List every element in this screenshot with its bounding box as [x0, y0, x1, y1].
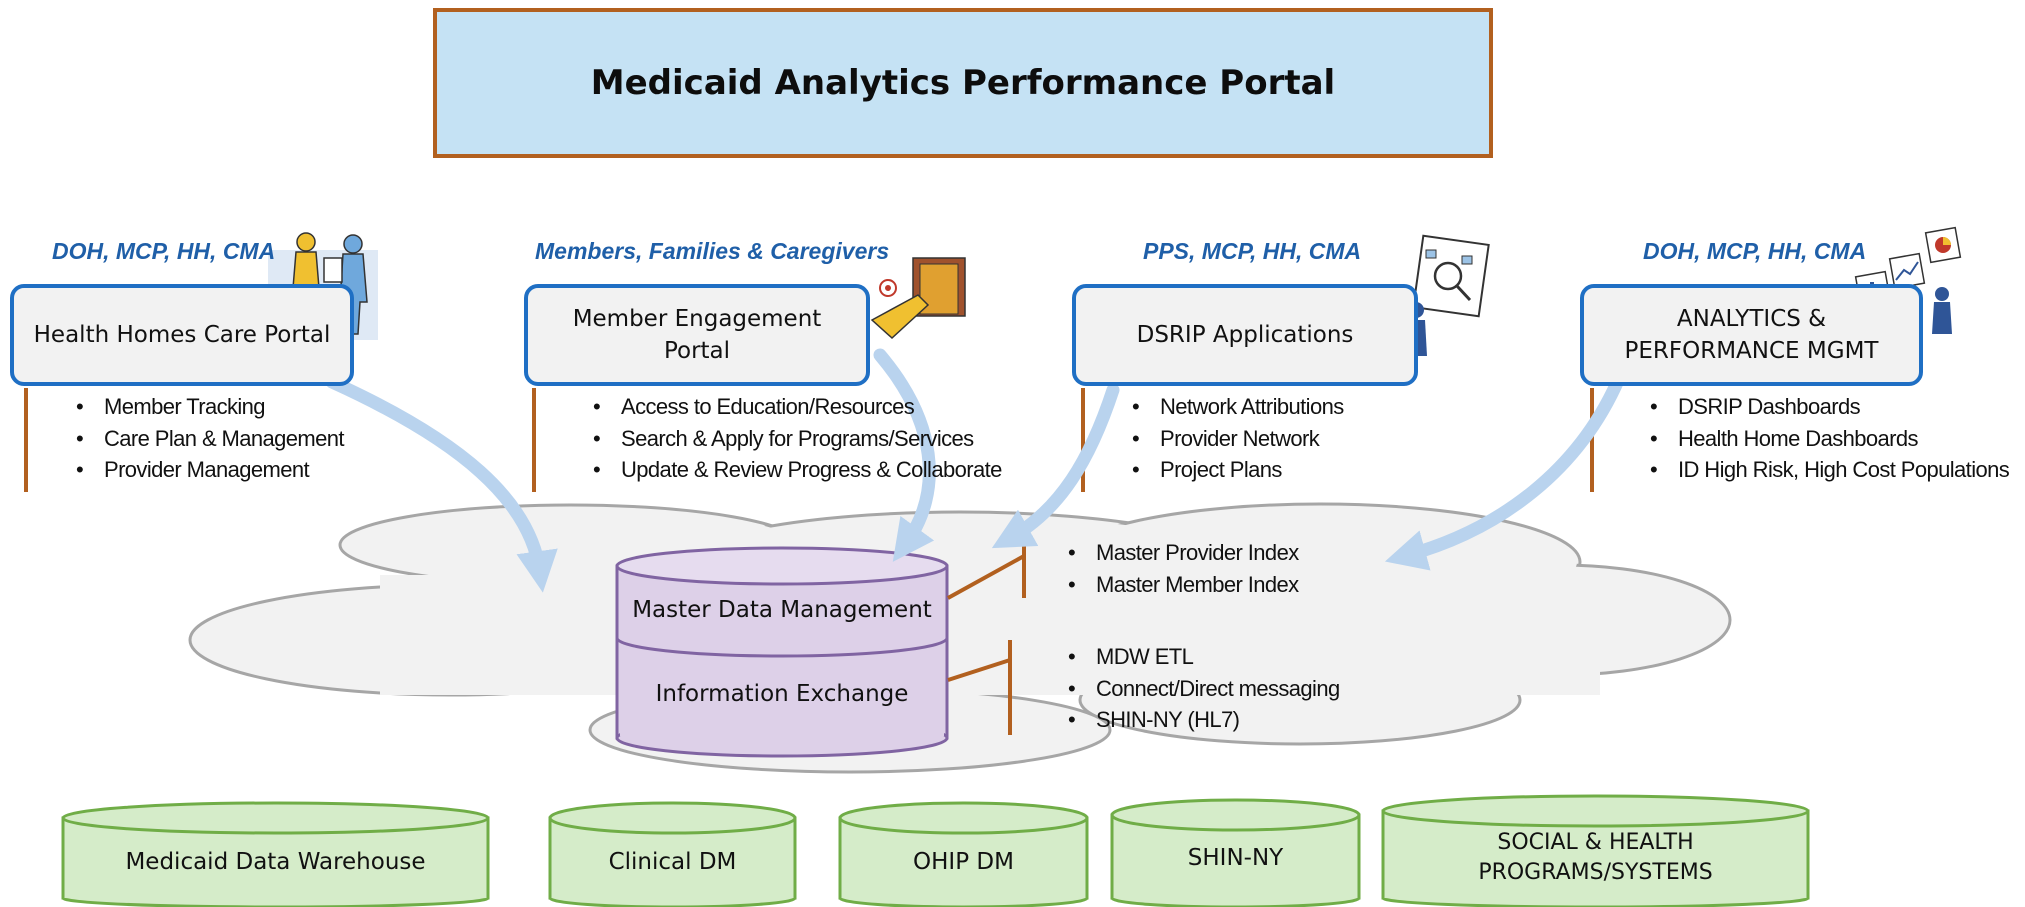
list-item: Access to Education/Resources: [591, 391, 1002, 423]
portal-label-analytics: ANALYTICS & PERFORMANCE MGMT: [1624, 305, 1879, 364]
source-cylinder-clinical-dm: [548, 801, 797, 907]
mdm-index-list: Master Provider Index Master Member Inde…: [1066, 537, 1299, 600]
feature-list-health-homes: Member Tracking Care Plan & Management P…: [74, 391, 345, 486]
source-label-ohip-dm: OHIP DM: [913, 849, 1014, 876]
list-item: Search & Apply for Programs/Services: [591, 423, 1002, 455]
list-item: Master Provider Index: [1066, 537, 1299, 569]
feature-list-analytics: DSRIP Dashboards Health Home Dashboards …: [1648, 391, 2010, 486]
list-item: Member Tracking: [74, 391, 344, 423]
source-cylinder-ohip-dm: [838, 801, 1089, 907]
portal-box-analytics: ANALYTICS & PERFORMANCE MGMT: [1580, 284, 1923, 386]
list-item: Health Home Dashboards: [1648, 423, 2009, 455]
audience-label-member-engagement: Members, Families & Caregivers: [535, 238, 890, 264]
title-banner: Medicaid Analytics Performance Portal: [433, 8, 1493, 158]
list-item: Provider Management: [74, 454, 344, 486]
source-cylinders: [61, 794, 1810, 907]
hub-cylinder: [615, 546, 949, 758]
list-item: SHIN-NY (HL7): [1066, 704, 1340, 736]
source-cylinder-shin-ny: [1110, 798, 1361, 907]
list-item: Provider Network: [1130, 423, 1344, 455]
hub-connectors: [947, 542, 1026, 735]
source-label-social-health: SOCIAL & HEALTH PROGRAMS/SYSTEMS: [1478, 830, 1713, 885]
portal-box-member-engagement: Member Engagement Portal: [524, 284, 870, 386]
list-item: Network Attributions: [1130, 391, 1344, 423]
audience-label-analytics: DOH, MCP, HH, CMA: [1643, 238, 1867, 264]
feature-list-dsrip: Network Attributions Provider Network Pr…: [1130, 391, 1344, 486]
list-item: Update & Review Progress & Collaborate: [591, 454, 1002, 486]
source-label-clinical-dm: Clinical DM: [608, 849, 737, 876]
list-item: Master Member Index: [1066, 569, 1299, 601]
audience-label-dsrip: PPS, MCP, HH, CMA: [1143, 238, 1362, 264]
doorway-figure-icon: [870, 257, 966, 340]
arrow-health-homes: [325, 375, 558, 593]
portal-label-dsrip: DSRIP Applications: [1136, 321, 1354, 348]
list-item: Care Plan & Management: [74, 423, 345, 455]
arrow-analytics: [1384, 369, 1627, 571]
feature-list-member-engagement: Access to Education/Resources Search & A…: [591, 391, 1002, 486]
arrow-dsrip: [991, 383, 1120, 549]
audience-label-health-homes: DOH, MCP, HH, CMA: [52, 238, 276, 264]
source-cylinder-medicaid-dw: [61, 801, 490, 907]
portal-label-member-engagement: Member Engagement Portal: [572, 305, 822, 364]
source-label-medicaid-dw: Medicaid Data Warehouse: [125, 849, 426, 876]
list-item: DSRIP Dashboards: [1648, 391, 2009, 423]
data-cloud: [188, 502, 1732, 774]
source-cylinder-social-health: [1381, 794, 1810, 907]
hub-top-label: Master Data Management: [632, 597, 932, 624]
portal-label-health-homes: Health Homes Care Portal: [33, 321, 331, 348]
exchange-list: MDW ETL Connect/Direct messaging SHIN-NY…: [1066, 641, 1340, 736]
portal-box-health-homes: Health Homes Care Portal: [10, 284, 354, 386]
list-item: Project Plans: [1130, 454, 1344, 486]
list-item: MDW ETL: [1066, 641, 1340, 673]
page-title: Medicaid Analytics Performance Portal: [590, 63, 1336, 103]
portal-box-dsrip: DSRIP Applications: [1072, 284, 1418, 386]
list-item: Connect/Direct messaging: [1066, 673, 1340, 705]
list-item: ID High Risk, High Cost Populations: [1648, 454, 2010, 486]
source-label-shin-ny: SHIN-NY: [1187, 845, 1284, 872]
hub-bottom-label: Information Exchange: [655, 681, 909, 708]
column-connectors: [24, 388, 1594, 492]
